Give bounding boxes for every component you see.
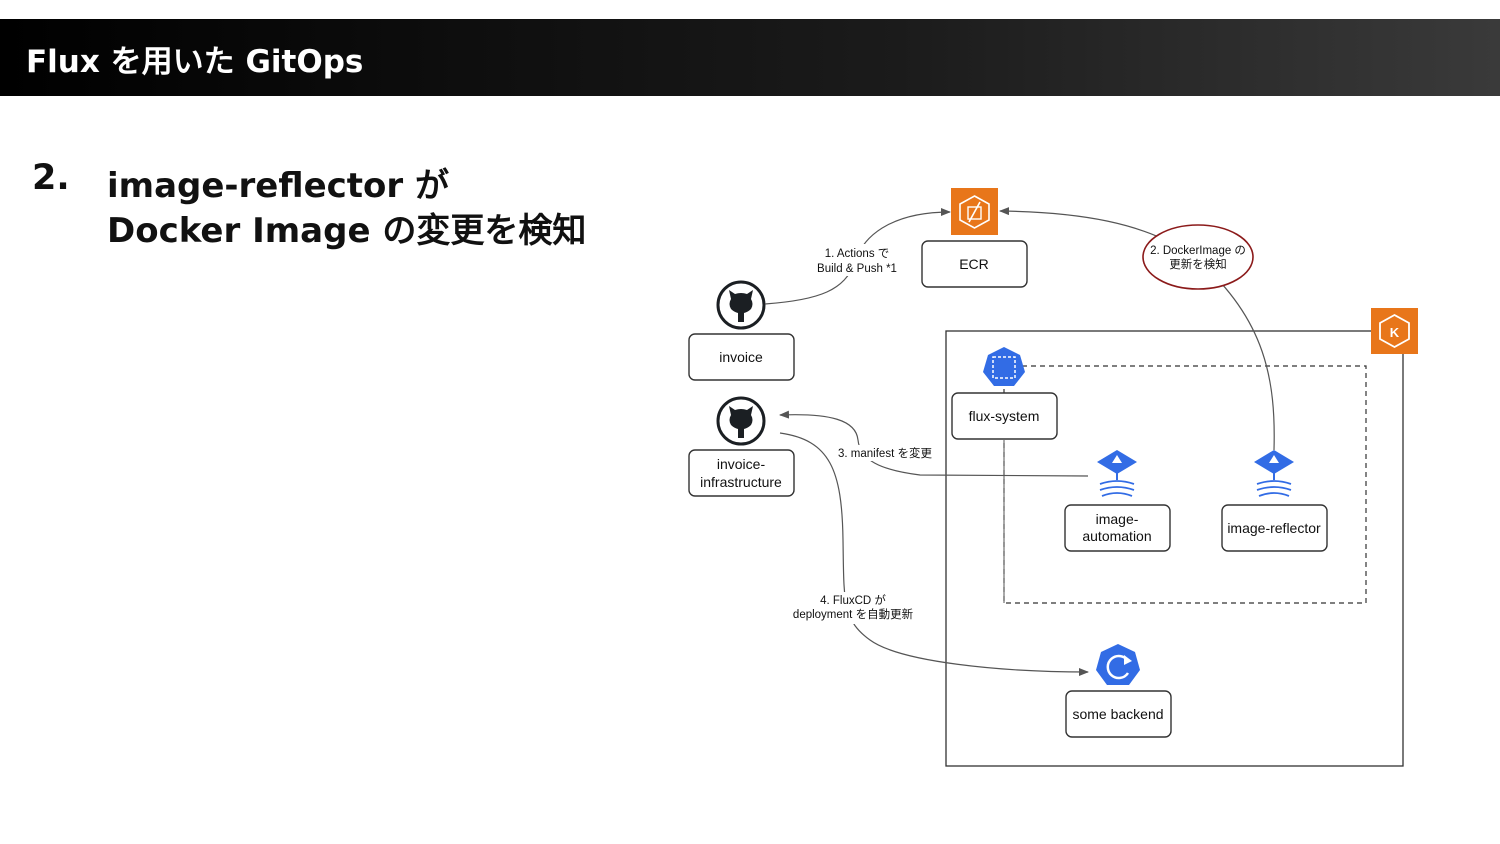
edge-manifest-update <box>779 410 1089 477</box>
edge-deployment-update <box>779 432 1089 676</box>
aws-ecr-icon <box>951 188 998 235</box>
flux-system-node: flux-system <box>951 392 1058 440</box>
kubernetes-deployment-icon <box>1096 644 1140 685</box>
kubernetes-icon <box>983 347 1025 386</box>
edge1-label-line-2: Build & Push *1 <box>817 263 897 275</box>
automation-label-line-2: automation <box>1082 528 1151 544</box>
step-number: 2. <box>32 158 70 198</box>
eks-cluster-boundary <box>945 330 1404 767</box>
header-bar <box>0 19 1500 96</box>
backend-label: some backend <box>1072 706 1163 722</box>
ecr-label: ECR <box>959 256 989 272</box>
github-octocat-icon <box>716 280 766 330</box>
invoice-infrastructure-node: invoice- infrastructure <box>688 449 795 497</box>
flux-icon <box>1097 450 1137 497</box>
step-heading-line-1: image-reflector が <box>107 166 449 206</box>
edge4-label-line-2: deployment を自動更新 <box>793 607 914 621</box>
invoice-node: invoice <box>688 333 795 381</box>
invoice-label: invoice <box>719 349 763 365</box>
edge2-label-line-1: 2. DockerImage の <box>1150 245 1246 257</box>
reflector-label: image-reflector <box>1227 520 1321 536</box>
step-heading-line-2: Docker Image の変更を検知 <box>107 211 587 251</box>
eks-icon-letter: K <box>1390 325 1400 340</box>
flux-namespace-boundary <box>1003 365 1367 604</box>
infra-label-line-2: infrastructure <box>700 474 782 490</box>
ecr-node: ECR <box>921 240 1028 288</box>
automation-label-line-1: image- <box>1096 511 1139 527</box>
edge2-label-line-2: 更新を検知 <box>1169 257 1227 271</box>
highlight-ellipse <box>1142 224 1254 290</box>
flux-icon <box>1254 450 1294 497</box>
some-backend-node: some backend <box>1065 690 1172 738</box>
aws-eks-icon: K <box>1371 308 1418 354</box>
edge1-label-line-1: 1. Actions で <box>825 248 890 260</box>
edge3-label: 3. manifest を変更 <box>838 446 932 460</box>
image-automation-node: image- automation <box>1064 504 1171 552</box>
infra-label-line-1: invoice- <box>717 456 766 472</box>
page-title: Flux を用いた GitOps <box>26 44 364 80</box>
edge4-label-line-1: 4. FluxCD が <box>820 593 886 607</box>
flux-system-label: flux-system <box>969 408 1040 424</box>
image-reflector-node: image-reflector <box>1221 504 1328 552</box>
github-octocat-icon <box>716 396 766 446</box>
